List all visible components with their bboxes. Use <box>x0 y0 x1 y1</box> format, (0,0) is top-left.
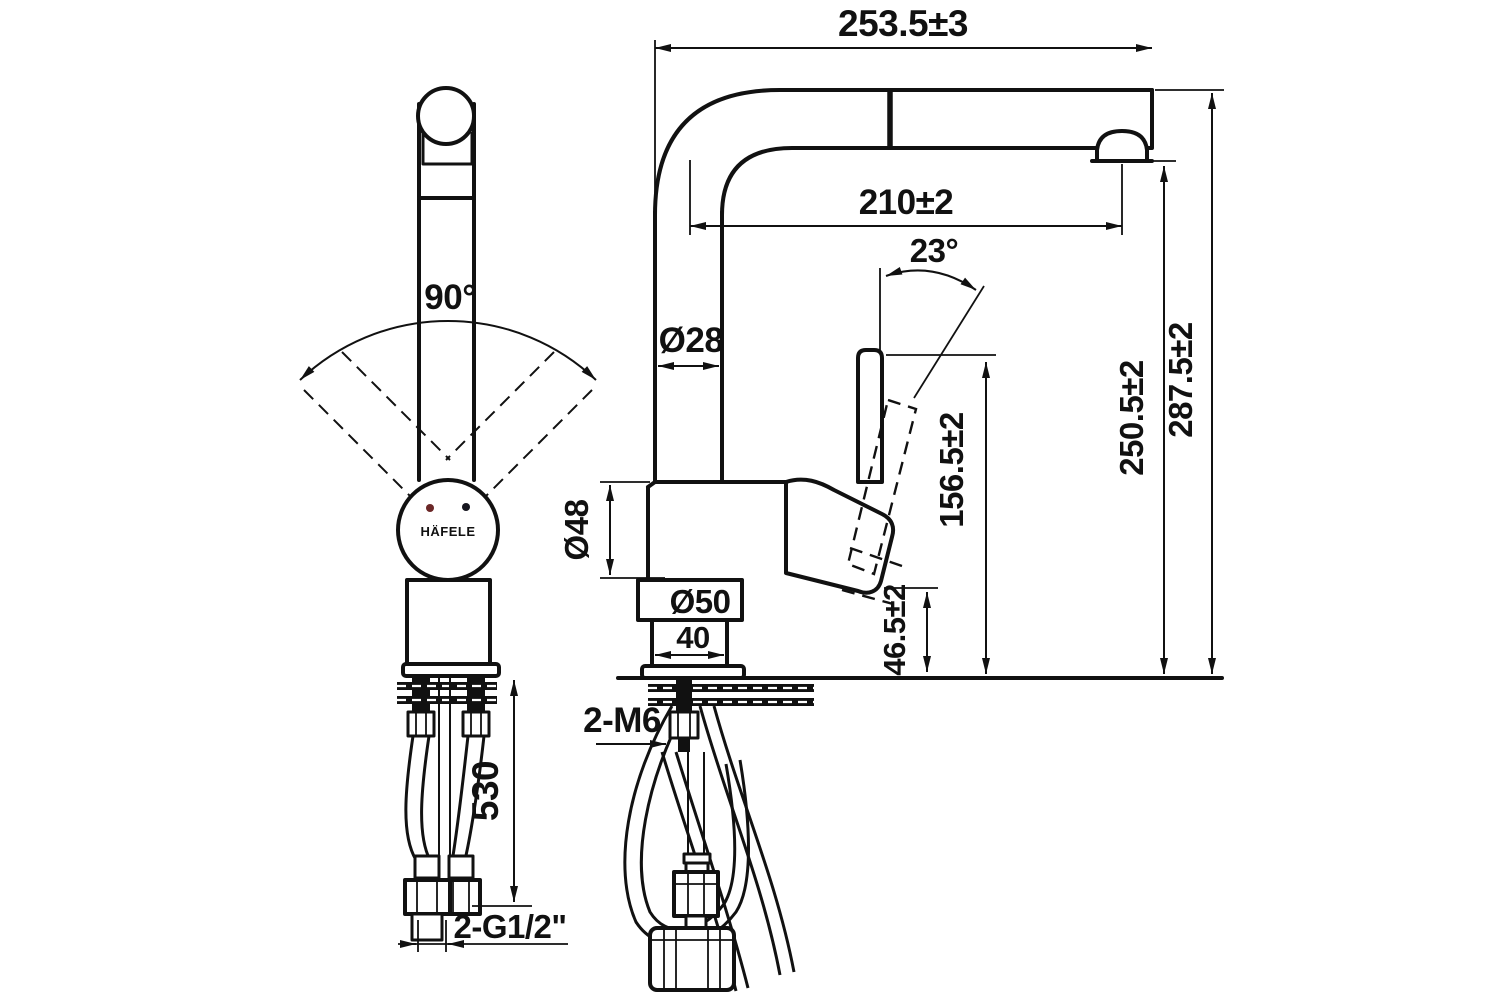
handle-lever <box>856 348 884 484</box>
dim-210: 210±2 <box>689 160 1123 235</box>
swivel-dashed-line <box>341 351 451 461</box>
stud-left <box>412 676 430 712</box>
stud-side <box>676 678 692 712</box>
hex-facets <box>674 872 718 916</box>
valve-tilted-dashed <box>841 546 903 606</box>
nut-facets <box>677 712 691 738</box>
side-view: 253.5±3 210±2 Ø28 <box>558 3 1224 992</box>
cold-marker-dot <box>462 503 470 511</box>
dim-d48: Ø48 <box>558 481 665 579</box>
swivel-dashed-line <box>303 389 413 499</box>
nut-facets <box>470 712 482 736</box>
stud-right <box>467 676 485 712</box>
base-cylinder-d50 <box>636 578 744 622</box>
swivel-dashed-line <box>445 351 555 461</box>
spray-head-face <box>416 86 476 146</box>
dim-250: 250.5±2 <box>1113 160 1176 674</box>
dim-253: 253.5±3 <box>654 3 1152 212</box>
hose-length-label: 530 <box>465 761 506 821</box>
washer-centerlines <box>648 686 814 704</box>
front-hoses <box>403 676 486 942</box>
spout-inner-curve <box>720 146 1098 217</box>
dim-23: 23° <box>879 232 985 399</box>
front-spout-column: 90° <box>416 86 476 482</box>
weight-ribs <box>650 928 734 990</box>
dim-530: 530 <box>465 680 532 907</box>
connector-weight <box>648 926 736 992</box>
side-underdeck <box>623 678 814 992</box>
dim-m6: 2-M6 <box>583 701 666 748</box>
ext-lines <box>600 481 665 579</box>
base-dia-label: Ø50 <box>670 583 731 620</box>
pullout-hose-front <box>438 676 451 856</box>
front-mounting <box>397 662 501 738</box>
handle-lever-tilted-dashed <box>846 398 918 576</box>
front-lower-body <box>405 578 492 666</box>
column-edges <box>417 102 476 482</box>
outlet-height-label: 250.5±2 <box>1113 360 1150 476</box>
stud-nut-left <box>406 710 436 738</box>
overall-height-label: 287.5±2 <box>1162 322 1199 438</box>
front-view: 90° HÄFELE <box>299 86 597 952</box>
body-dia-label: Ø48 <box>558 499 595 560</box>
dim-g12: 2-G1/2" <box>398 908 568 952</box>
supply-hose-left <box>404 735 432 861</box>
riser-tube <box>653 210 724 484</box>
washer-centerlines <box>397 684 497 702</box>
hot-marker-dot <box>426 504 434 512</box>
nut-facets <box>452 880 470 914</box>
front-base-flange <box>401 662 501 678</box>
base-width-label: 40 <box>676 620 709 655</box>
overall-reach-label: 253.5±3 <box>838 3 968 44</box>
nut-facets <box>415 712 427 736</box>
swivel-arc <box>299 320 597 381</box>
connector-stub <box>410 912 444 942</box>
hose-hex-nut <box>672 870 720 918</box>
handle-knob <box>396 478 500 582</box>
ext-lines <box>398 920 568 952</box>
stud-nut-right <box>461 710 491 738</box>
handle-angle-label: 23° <box>910 232 958 269</box>
dim-d50-40: Ø50 40 <box>655 583 731 659</box>
angle-arc <box>885 266 977 291</box>
outlet-reach-label: 210±2 <box>859 183 954 222</box>
pullout-hose-center <box>687 752 705 858</box>
dim-d28: Ø28 <box>658 321 724 370</box>
spout-outer-curve <box>653 88 1154 217</box>
dim-287: 287.5±2 <box>1155 89 1224 674</box>
swivel-angle-label: 90° <box>424 278 475 317</box>
aerator-nozzle <box>1095 129 1149 163</box>
g-half-nut-left <box>403 878 452 916</box>
body-step <box>646 480 788 580</box>
valve-height-label: 46.5±2 <box>877 584 912 676</box>
hose-collar-left <box>413 854 441 880</box>
supply-hose-a <box>698 705 796 976</box>
swivel-dashed-line <box>483 389 593 499</box>
valve-housing <box>784 477 896 595</box>
tube-dia-label: Ø28 <box>659 321 724 360</box>
swivel-arc-group <box>299 320 597 499</box>
dim-156: 156.5±2 <box>886 354 996 674</box>
brand-logo: HÄFELE <box>421 524 476 539</box>
front-body: HÄFELE <box>396 478 500 666</box>
handle-height-label: 156.5±2 <box>933 412 970 528</box>
stud-end <box>678 738 690 752</box>
stud-nut-side <box>668 710 700 740</box>
nut-facets <box>416 880 438 914</box>
dim-46: 46.5±2 <box>877 584 938 676</box>
base-section-40 <box>650 618 729 668</box>
hose-collar-right <box>447 854 475 880</box>
fixing-stud-label: 2-M6 <box>583 701 661 740</box>
tilt-ref-line <box>913 285 985 399</box>
side-spout <box>653 88 1154 484</box>
spray-head-body <box>421 132 474 166</box>
supply-thread-label: 2-G1/2" <box>453 908 566 945</box>
side-body <box>636 348 918 680</box>
